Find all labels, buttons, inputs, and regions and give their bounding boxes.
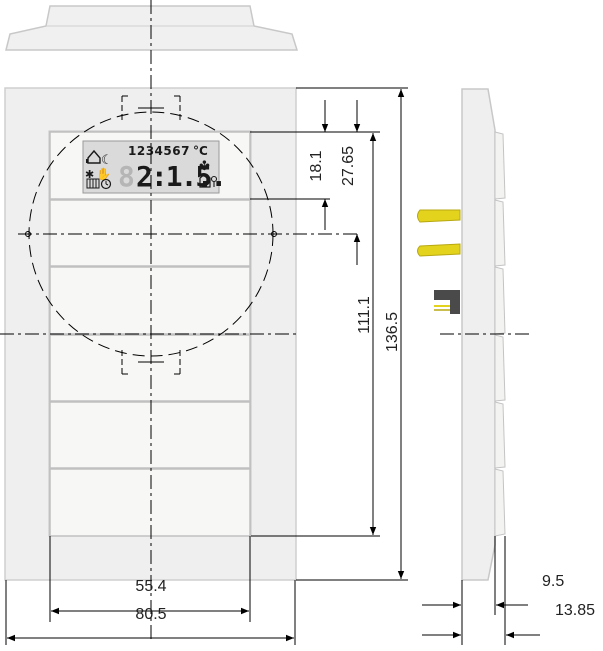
dim-136-5: 136.5	[384, 312, 401, 352]
front-view: ☾ ✱ ✋ 1234567 °C 8 2:1.5. ✤	[0, 0, 360, 640]
dim-27-65: 27.65	[340, 146, 357, 186]
lcd-unit: °C	[193, 144, 208, 158]
side-dimensions	[422, 536, 540, 645]
front-dimensions	[5, 87, 408, 645]
moon-icon: ☾	[101, 153, 113, 168]
fan-speed-icon: ✤	[199, 159, 210, 174]
lcd-dim-digit: 8	[118, 160, 135, 193]
hand-icon: ✋	[96, 167, 111, 181]
lcd-display: ☾ ✱ ✋ 1234567 °C 8 2:1.5. ✤	[82, 140, 227, 194]
dim-80-5: 80.5	[135, 606, 166, 623]
dim-55-4: 55.4	[135, 578, 166, 595]
button-4	[49, 334, 251, 402]
side-view	[417, 88, 530, 581]
building-icon	[199, 173, 211, 188]
lcd-days: 1234567	[128, 144, 190, 158]
button-6	[49, 468, 251, 537]
dim-111-1: 111.1	[356, 296, 373, 334]
dim-18-1: 18.1	[308, 150, 325, 181]
fan-icon: ✱	[85, 168, 94, 181]
button-2	[49, 199, 251, 267]
pin-upper	[417, 209, 461, 223]
pin-lower	[417, 243, 461, 257]
clock-icon	[100, 178, 112, 190]
dim-13-85: 13.85	[555, 602, 595, 619]
button-3	[49, 266, 251, 335]
terminal	[434, 290, 460, 314]
heater-icon	[86, 178, 100, 189]
key-icon	[210, 175, 218, 187]
dim-9-5: 9.5	[542, 573, 564, 590]
lcd-time: 2:1.5.	[136, 160, 225, 193]
button-5	[49, 401, 251, 469]
home-icon	[86, 149, 101, 164]
